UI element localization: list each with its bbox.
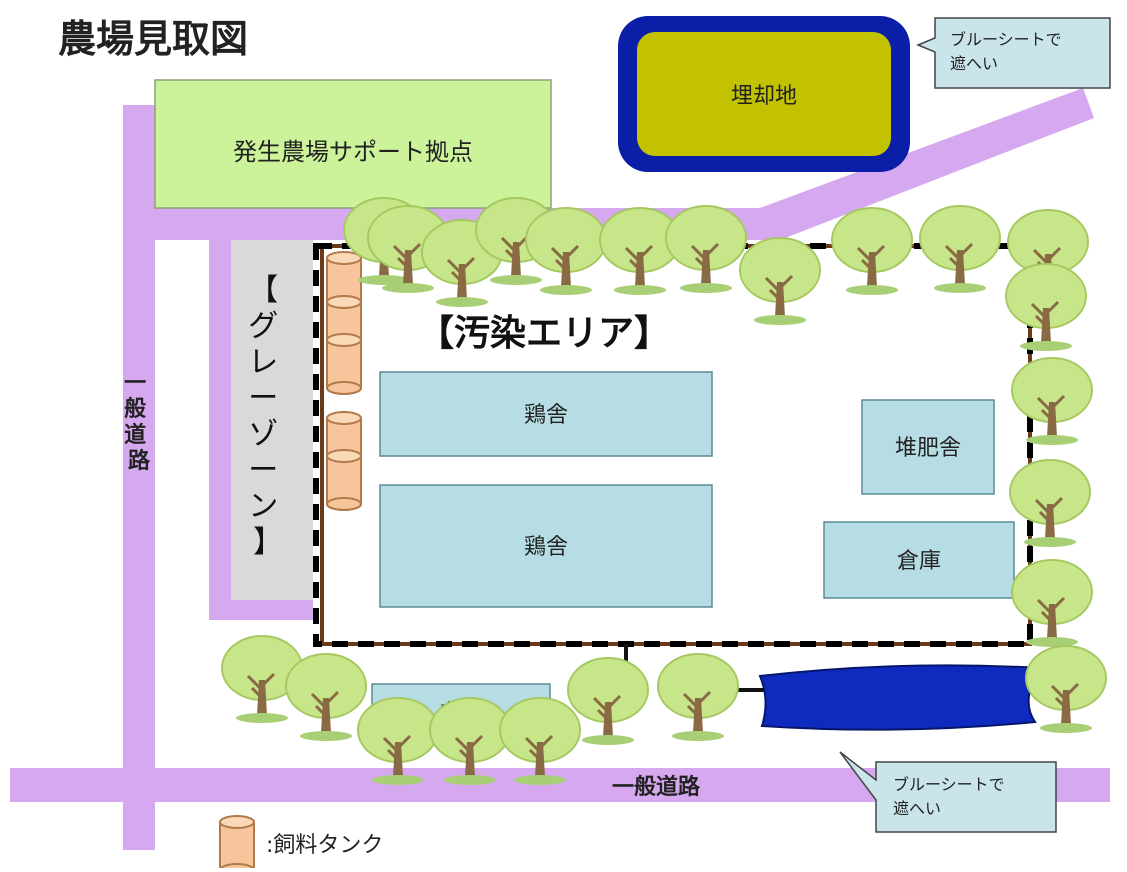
callout-bottom-text: ブルーシートで 遮へい — [893, 775, 1010, 818]
compost-shed-label: 堆肥舎 — [895, 436, 961, 461]
blue-sheet-screen — [758, 664, 1042, 731]
support-base-label: 発生農場サポート拠点 — [233, 138, 473, 166]
gray-zone — [231, 240, 313, 600]
compost-shed — [861, 399, 995, 495]
inner-road-vertical — [209, 238, 231, 618]
callout-top-line-2: 遮へい — [950, 54, 998, 73]
legend-label: :飼料タンク — [266, 833, 383, 858]
callout-top-text: ブルーシートで 遮へい — [950, 30, 1067, 73]
callout-bottom-line-1: ブルーシートで — [893, 775, 1005, 794]
callout-bottom-line-2: 遮へい — [893, 799, 941, 818]
chicken-coop-2-label: 鶏舎 — [524, 535, 568, 560]
chicken-coop-1 — [379, 371, 713, 457]
contaminated-area-dashed-line — [313, 243, 1033, 647]
feed-tanks — [326, 251, 362, 511]
warehouse — [823, 521, 1015, 599]
callout-top-line-1: ブルーシートで — [950, 30, 1062, 49]
chicken-coop-2 — [379, 484, 713, 608]
legend-tank-icon — [219, 815, 255, 872]
callout-top: ブルーシートで 遮へい — [916, 17, 1111, 89]
legend: :飼料タンク — [219, 815, 383, 872]
inner-road-horizontal — [209, 600, 313, 620]
burial-site-inner — [637, 32, 891, 156]
gray-zone-label: 【 グ レ ー ゾ ー ン 】 — [248, 273, 288, 560]
burial-site-label: 埋却地 — [731, 84, 797, 109]
callout-bottom: ブルーシートで 遮へい — [839, 751, 1057, 833]
diagonal-road — [760, 88, 1094, 240]
contaminated-area-label: 【汚染エリア】 — [418, 313, 670, 354]
chicken-coop-1-label: 鶏舎 — [524, 403, 568, 428]
support-base — [154, 79, 552, 209]
diagram-title: 農場見取図 — [58, 17, 248, 61]
horizontal-road-label: 一般道路 — [612, 774, 701, 800]
vertical-road-label: 一 般 道 路 — [124, 371, 154, 474]
warehouse-label: 倉庫 — [897, 549, 941, 574]
